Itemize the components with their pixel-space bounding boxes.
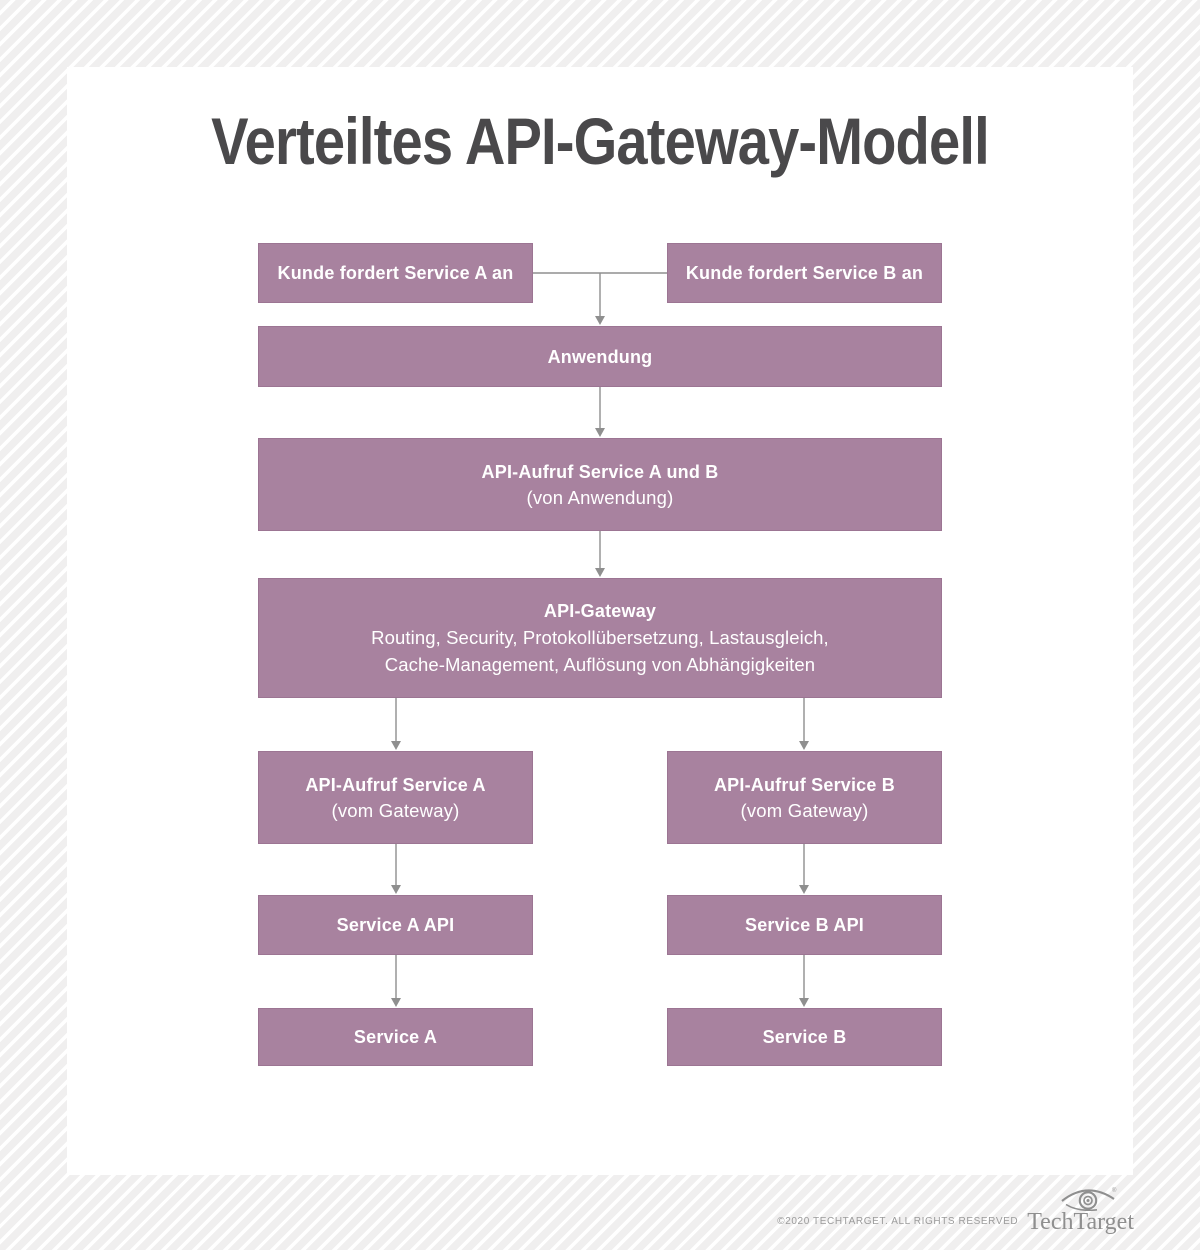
box-label: API-Aufruf Service A [305, 774, 486, 795]
box-label: API-Gateway [543, 601, 657, 621]
box-kunde-fordert-service-a: Kunde fordert Service A an [258, 243, 533, 303]
box-label: Kunde fordert Service A an [277, 263, 514, 283]
box-detail-line-1: Routing, Security, Protokollübersetzung,… [371, 627, 829, 648]
box-service-a: Service A [258, 1008, 533, 1066]
box-label: Anwendung [547, 346, 653, 367]
box-label: API-Aufruf Service A und B [481, 461, 719, 482]
box-kunde-fordert-service-b: Kunde fordert Service B an [667, 243, 942, 303]
footer: ©2020 TECHTARGET. ALL RIGHTS RESERVED ® … [777, 1186, 1134, 1234]
box-api-gateway: API-Gateway Routing, Security, Protokoll… [258, 578, 942, 698]
copyright-text: ©2020 TECHTARGET. ALL RIGHTS RESERVED [777, 1216, 1019, 1227]
box-sublabel: (von Anwendung) [526, 486, 674, 508]
box-label: Service A [353, 1027, 438, 1047]
box-detail-line-2: Cache-Management, Auflösung von Abhängig… [384, 654, 816, 675]
box-anwendung: Anwendung [258, 326, 942, 387]
box-service-b: Service B [667, 1008, 942, 1066]
box-label: Service A API [336, 915, 455, 935]
brand-name: TechTarget [1027, 1209, 1134, 1235]
eye-icon: ® [1060, 1187, 1117, 1211]
box-api-aufruf-service-a: API-Aufruf Service A (vom Gateway) [258, 751, 533, 844]
box-service-b-api: Service B API [667, 895, 942, 955]
box-service-a-api: Service A API [258, 895, 533, 955]
registered-mark: ® [1112, 1187, 1117, 1194]
box-api-aufruf-service-b: API-Aufruf Service B (vom Gateway) [667, 751, 942, 844]
diagram-title: Verteiltes API-Gateway-Modell [211, 104, 989, 178]
box-sublabel: (vom Gateway) [331, 799, 460, 821]
box-label: Service B API [745, 915, 864, 935]
box-label: Service B [762, 1027, 847, 1047]
box-label: Kunde fordert Service B an [685, 263, 924, 283]
box-api-aufruf-service-a-und-b: API-Aufruf Service A und B (von Anwendun… [258, 438, 942, 531]
techtarget-logo: ® TechTarget [1027, 1186, 1134, 1234]
box-label: API-Aufruf Service B [713, 774, 896, 795]
box-sublabel: (vom Gateway) [740, 799, 869, 821]
